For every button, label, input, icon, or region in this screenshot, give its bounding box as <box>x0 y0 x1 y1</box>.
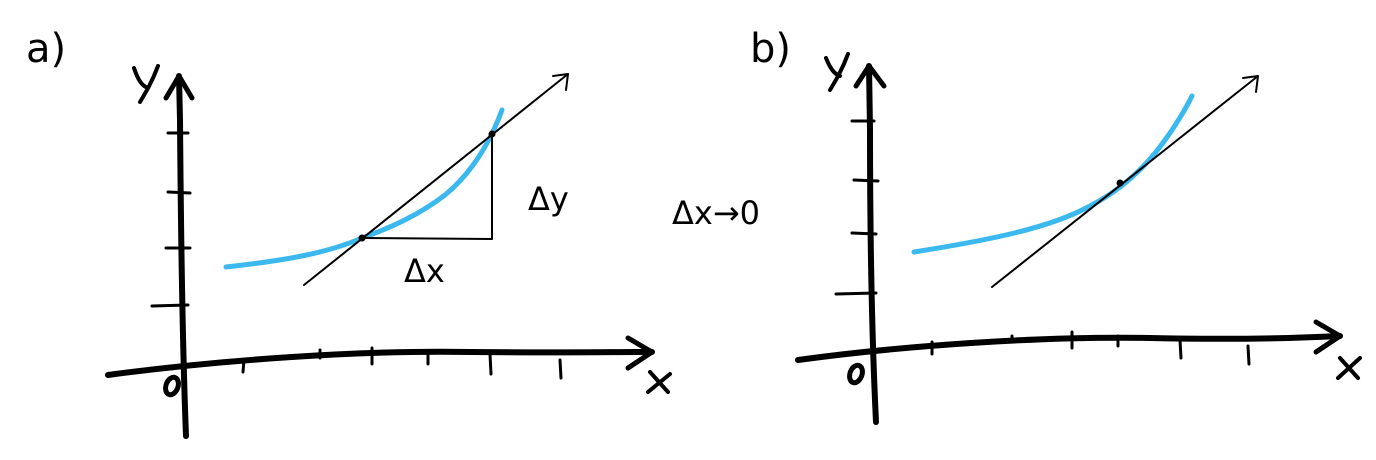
panel-a-y-axis <box>176 73 189 439</box>
panel-a-point-2 <box>488 130 496 138</box>
panel-a-x-tick <box>488 352 493 376</box>
panel-a-function-curve <box>223 107 505 270</box>
panel-a-point-1 <box>358 234 366 242</box>
panel-a-y-tick <box>150 303 190 308</box>
panel-a-label: a) <box>26 26 67 72</box>
panel-a-y-axis-label: Y <box>132 58 154 99</box>
panel-a-secant-line <box>303 73 569 286</box>
panel-a-x-arrowhead <box>625 335 655 371</box>
panel-a-origin-mark <box>163 374 181 398</box>
panel-a-x-axis-label: X <box>646 362 671 403</box>
panel-b-y-axis <box>866 63 879 425</box>
panel-a-delta-x-label: Δx <box>404 252 445 290</box>
panel-a-y-tick <box>166 190 192 195</box>
panel-a <box>105 64 672 439</box>
panel-a-delta-y-label: Δy <box>528 180 569 218</box>
panel-b-x-axis <box>795 333 1343 363</box>
panel-a-delta-triangle <box>361 133 493 240</box>
panel-a-x-axis <box>105 348 655 378</box>
panel-b-y-letter <box>824 52 850 92</box>
panel-b-y-axis-label: Y <box>824 46 846 87</box>
panel-b-x-tick <box>1178 338 1183 360</box>
panel-b-function-curve <box>911 93 1195 255</box>
panel-a-x-tick <box>558 358 563 380</box>
panel-b-tangent-point <box>1116 179 1124 187</box>
panel-b-origin-mark <box>847 362 865 386</box>
panel-b-y-tick <box>850 231 878 236</box>
panel-b-x-tick <box>1246 344 1251 366</box>
panel-b-tangent-arrowhead <box>1242 75 1259 93</box>
panel-a-origin-label: 0 <box>160 366 183 407</box>
panel-b-x-axis-label: X <box>1334 348 1359 389</box>
panel-a-secant-arrowhead <box>552 73 569 91</box>
panel-b-x-letter <box>1336 356 1362 380</box>
panel-b <box>795 52 1362 425</box>
panel-b-origin-label: 0 <box>844 354 867 395</box>
panel-a-y-arrowhead <box>163 73 195 101</box>
panel-a-x-letter <box>646 370 672 394</box>
panel-a-x-tick <box>241 358 246 374</box>
panel-a-y-letter <box>132 64 160 104</box>
panel-b-y-arrowhead <box>853 63 887 89</box>
panel-b-label: b) <box>750 26 791 72</box>
panel-b-y-tick <box>834 291 878 296</box>
panel-b-tangent-line <box>991 75 1259 288</box>
panel-b-y-tick <box>852 178 880 183</box>
limit-label: Δx→0 <box>672 194 760 232</box>
panel-b-x-arrowhead <box>1313 319 1343 355</box>
